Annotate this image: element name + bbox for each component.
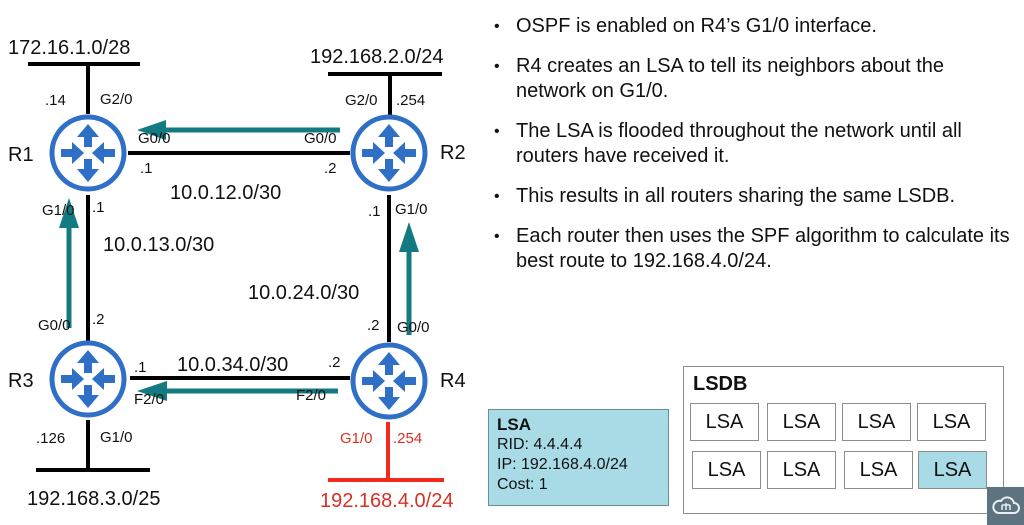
network-r1-r2: 10.0.12.0/30 [170, 182, 282, 204]
bullet-item: •Each router then uses the SPF algorithm… [494, 225, 1010, 272]
r4-r3-ip: .2 [328, 354, 341, 371]
r1-lan-ip: .14 [45, 92, 66, 109]
r4-lan-ip: .254 [393, 430, 423, 447]
router-r2-label: R2 [440, 142, 466, 164]
r3-r4-interface: F2/0 [134, 391, 165, 408]
r2-lan-interface: G2/0 [345, 92, 378, 109]
bullet-item: •R4 creates an LSA to tell its neighbors… [494, 55, 945, 102]
router-r3-icon[interactable] [52, 343, 124, 415]
network-r4-lan: 192.168.4.0/24 [320, 490, 454, 512]
cloud-network-logo-icon [987, 487, 1024, 525]
network-r1-r3: 10.0.13.0/30 [103, 234, 215, 256]
network-r3-lan: 192.168.3.0/25 [27, 488, 161, 510]
network-r3-r4: 10.0.34.0/30 [177, 354, 289, 376]
network-r2-lan: 192.168.2.0/24 [310, 46, 444, 68]
bullet-item: •This results in all routers sharing the… [494, 185, 956, 207]
lsdb-entry: LSA [844, 451, 913, 489]
r1-r2-ip: .1 [140, 160, 153, 177]
lsdb-entry: LSA [692, 451, 761, 489]
bullet-icon: • [494, 18, 500, 35]
lsdb-entry: LSA [767, 403, 836, 441]
lsa-card-cost: Cost: 1 [497, 476, 548, 493]
lsdb-entry: LSA [767, 451, 836, 489]
lsdb-entry-new: LSA [918, 451, 987, 489]
bullet-item: •OSPF is enabled on R4’s G1/0 interface. [494, 15, 877, 37]
r4-r3-interface: F2/0 [296, 387, 327, 404]
network-r1-lan: 172.16.1.0/28 [8, 37, 131, 59]
lsdb-box: LSDB LSA LSA LSA LSA LSA LSA LSA LSA [683, 366, 1004, 514]
network-r2-r4: 10.0.24.0/30 [248, 282, 360, 304]
flood-arrow-r3-to-r1 [59, 198, 79, 328]
r1-lan-interface: G2/0 [100, 91, 133, 108]
flood-arrow-r2-to-r1 [137, 120, 340, 140]
lsa-card-title: LSA [497, 415, 531, 434]
bullet-icon: • [494, 228, 500, 245]
bullet-icon: • [494, 188, 500, 205]
r3-r1-ip: .2 [92, 311, 105, 328]
r1-r3-interface: G1/0 [42, 202, 75, 219]
r2-lan-ip: .254 [396, 92, 426, 109]
flood-arrow-r4-to-r2 [399, 222, 419, 335]
bullet-item: •The LSA is flooded throughout the netwo… [494, 120, 962, 167]
flood-arrow-r4-to-r3 [137, 381, 338, 401]
r3-lan-ip: .126 [36, 430, 66, 447]
r2-r1-ip: .2 [324, 160, 337, 177]
r1-r3-ip: .1 [92, 199, 105, 216]
bullet-icon: • [494, 58, 500, 75]
r2-r4-ip: .1 [368, 203, 381, 220]
lsa-card-rid: RID: 4.4.4.4 [497, 436, 583, 453]
router-r4-icon[interactable] [353, 345, 425, 417]
bullet-icon: • [494, 123, 500, 140]
r1-r2-interface: G0/0 [138, 130, 171, 147]
router-r1-icon[interactable] [52, 117, 124, 189]
r3-r1-interface: G0/0 [38, 317, 71, 334]
explanation-list: •OSPF is enabled on R4’s G1/0 interface.… [490, 14, 1010, 289]
r2-r1-interface: G0/0 [304, 130, 337, 147]
lsdb-entry: LSA [917, 403, 986, 441]
lsdb-title: LSDB [693, 373, 748, 395]
r4-lan-interface: G1/0 [340, 430, 373, 447]
router-r1-label: R1 [8, 144, 34, 166]
r3-r4-ip: .1 [134, 359, 147, 376]
r2-r4-interface: G1/0 [395, 201, 428, 218]
lsdb-entry: LSA [842, 403, 911, 441]
r3-lan-interface: G1/0 [100, 429, 133, 446]
router-r2-icon[interactable] [353, 117, 425, 189]
lsa-detail-card: LSA RID: 4.4.4.4 IP: 192.168.4.0/24 Cost… [488, 409, 669, 506]
lsa-card-ip: IP: 192.168.4.0/24 [497, 456, 628, 473]
r4-r2-ip: .2 [367, 317, 380, 334]
r4-r2-interface: G0/0 [397, 319, 430, 336]
router-r3-label: R3 [8, 370, 34, 392]
router-r4-label: R4 [440, 370, 466, 392]
lsdb-entry: LSA [690, 403, 759, 441]
